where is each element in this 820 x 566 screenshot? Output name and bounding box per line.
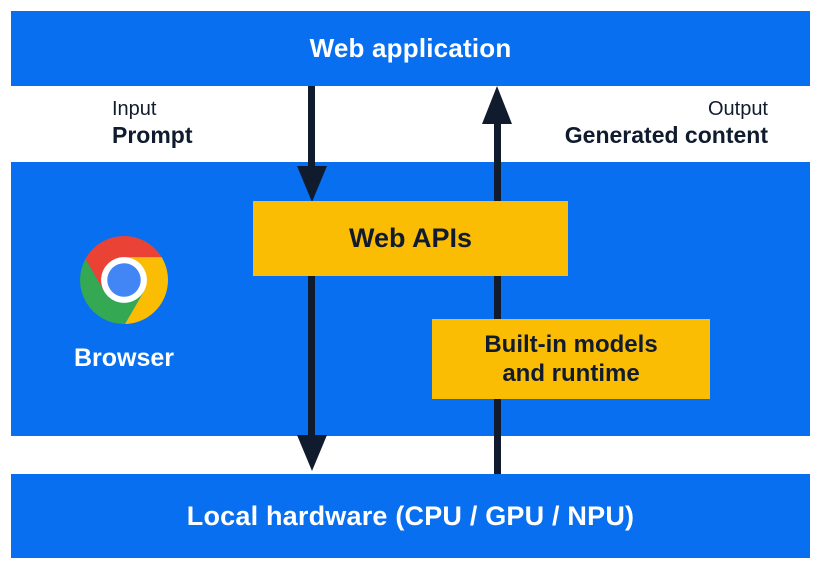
chrome-logo-icon: [80, 236, 168, 324]
prompt-arrow-line-lower: [308, 276, 315, 435]
prompt-arrow-line-upper: [308, 86, 315, 167]
output-label-block: Output Generated content: [565, 97, 768, 149]
input-label-block: Input Prompt: [112, 97, 193, 149]
builtin-models-box: Built-in models and runtime: [432, 319, 710, 399]
input-value: Prompt: [112, 122, 193, 148]
local-hardware-bar: Local hardware (CPU / GPU / NPU): [11, 474, 810, 558]
output-value: Generated content: [564, 122, 768, 148]
web-application-label: Web application: [309, 33, 512, 63]
web-apis-box: Web APIs: [253, 201, 568, 276]
web-apis-label: Web APIs: [348, 223, 473, 253]
builtin-models-line1: Built-in models: [484, 331, 658, 358]
builtin-models-line2: and runtime: [502, 360, 640, 387]
prompt-arrowhead-into-hardware: [297, 435, 327, 471]
web-application-bar: Web application: [11, 11, 810, 86]
browser-label: Browser: [73, 344, 175, 372]
input-caption: Input: [112, 98, 157, 120]
prompt-arrowhead-into-web-apis: [297, 166, 327, 202]
output-caption: Output: [707, 98, 768, 120]
local-hardware-label: Local hardware (CPU / GPU / NPU): [186, 500, 635, 531]
generated-content-arrowhead: [482, 86, 512, 124]
generated-content-arrow-line: [494, 122, 501, 474]
